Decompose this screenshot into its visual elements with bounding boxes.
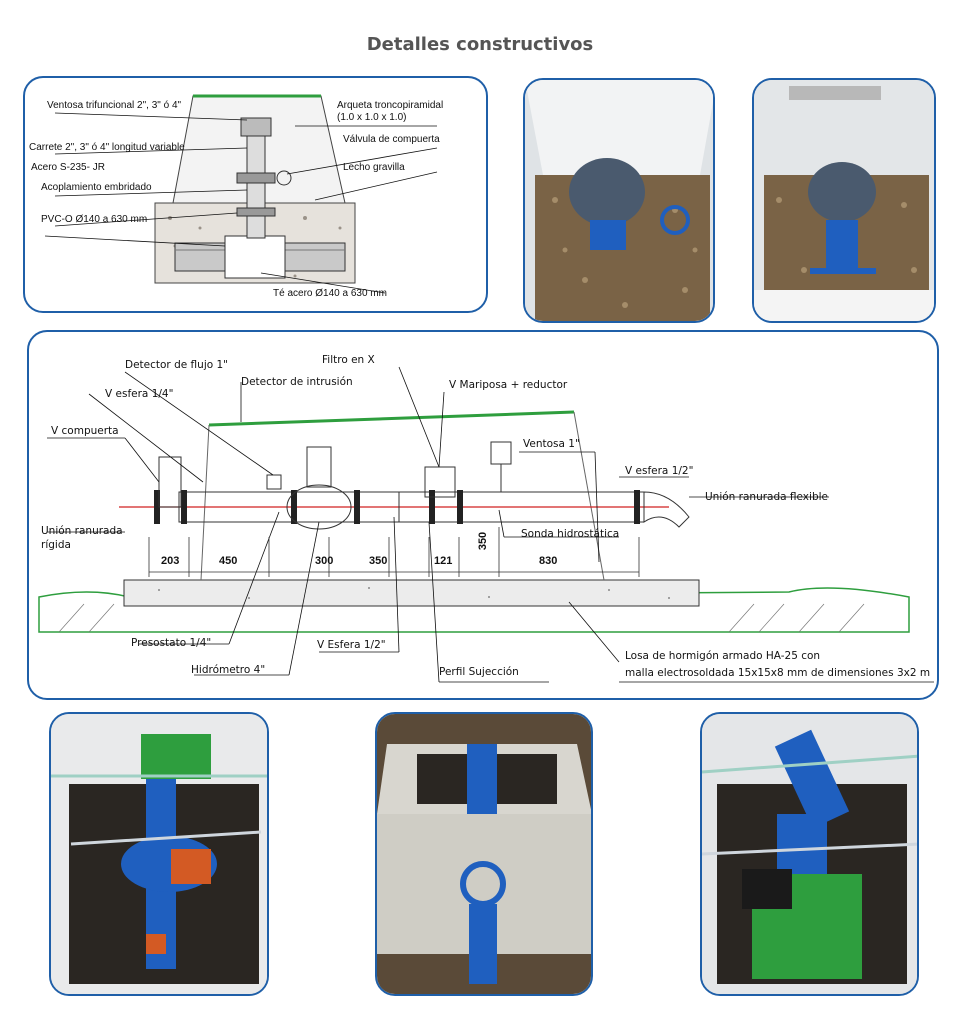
photo-2-svg [754, 80, 934, 321]
label-arqueta-dims: (1.0 x 1.0 x 1.0) [337, 112, 407, 123]
dimension-label: 830 [539, 555, 558, 567]
label-v-esfera-12b: V Esfera 1/2" [317, 639, 386, 651]
photo-installation-1 [49, 712, 269, 996]
dimension-label: 350 [477, 531, 490, 551]
label-lecho-gravilla: Lecho gravilla [343, 162, 405, 173]
label-detector-intrusion: Detector de intrusión [241, 376, 353, 388]
label-ventosa: Ventosa 1" [523, 438, 580, 450]
label-pvc: PVC-O Ø140 a 630 mm [41, 214, 148, 225]
photo-4-svg [377, 714, 591, 994]
label-union-ranurada: Unión ranurada [41, 525, 123, 537]
photo-1-svg [525, 80, 713, 321]
label-v-esfera-12: V esfera 1/2" [625, 465, 694, 477]
photo-installation-2 [375, 712, 593, 996]
label-arqueta: Arqueta troncopiramidal [337, 100, 444, 111]
label-filtro-en-x: Filtro en X [322, 354, 375, 366]
label-valvula-compuerta: Válvula de compuerta [343, 134, 440, 145]
label-v-compuerta: V compuerta [51, 425, 119, 437]
label-union-flexible: Unión ranurada flexible [705, 491, 828, 503]
detail-drawing-main: Filtro en X Detector de flujo 1" Detecto… [27, 330, 939, 700]
dimension-label: 121 [434, 555, 453, 567]
label-losa-1: Losa de hormigón armado HA-25 con [625, 650, 821, 662]
photo-5-svg [702, 714, 917, 994]
label-sonda: Sonda hidrostática [521, 528, 620, 540]
label-v-mariposa: V Mariposa + reductor [449, 379, 568, 391]
label-ventosa-trifuncional: Ventosa trifuncional 2", 3" ó 4" [47, 100, 182, 111]
dimension-label: 203 [161, 555, 180, 567]
label-perfil-sujeccion: Perfil Sujección [439, 666, 519, 678]
label-hidrometro: Hidrómetro 4" [191, 664, 266, 676]
photo-chamber-valve-2 [752, 78, 936, 323]
label-acero: Acero S-235- JR [31, 162, 105, 173]
label-acoplamiento: Acoplamiento embridado [41, 182, 152, 193]
detail-drawing-top: Ventosa trifuncional 2", 3" ó 4" Arqueta… [23, 76, 488, 313]
label-carrete: Carrete 2", 3" ó 4" longitud variable [29, 142, 185, 153]
label-union-rigida: rígida [41, 539, 71, 551]
label-losa-2: malla electrosoldada 15x15x8 mm de dimen… [625, 667, 931, 679]
label-detector-flujo: Detector de flujo 1" [125, 359, 229, 371]
label-v-esfera-14: V esfera 1/4" [105, 388, 174, 400]
label-te-acero: Té acero Ø140 a 630 mm [273, 288, 387, 299]
dimension-label: 450 [219, 555, 238, 567]
photo-3-svg [51, 714, 267, 994]
drawing-main-svg [38, 366, 934, 683]
label-presostato: Presostato 1/4" [131, 637, 212, 649]
drawing-top-svg [44, 94, 438, 294]
dimension-label: 300 [315, 555, 334, 567]
dimension-label: 350 [369, 555, 388, 567]
page-title: Detalles constructivos [366, 34, 594, 55]
photo-installation-3 [700, 712, 919, 996]
photo-chamber-valve-1 [523, 78, 715, 323]
